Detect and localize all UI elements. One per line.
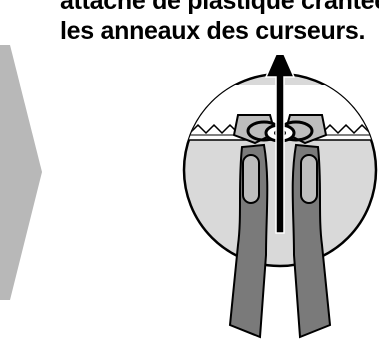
caption-line-1: attache de plastique crantée bbox=[60, 0, 379, 16]
side-chevron-icon bbox=[0, 0, 52, 340]
right-tab-slot bbox=[301, 155, 317, 203]
instruction-caption: attache de plastique crantée les anneaux… bbox=[60, 0, 379, 46]
zipper-illustration bbox=[160, 55, 379, 340]
left-tab-slot bbox=[243, 155, 259, 203]
side-chevron-shape bbox=[0, 45, 42, 300]
caption-line-2: les anneaux des curseurs. bbox=[60, 16, 379, 46]
